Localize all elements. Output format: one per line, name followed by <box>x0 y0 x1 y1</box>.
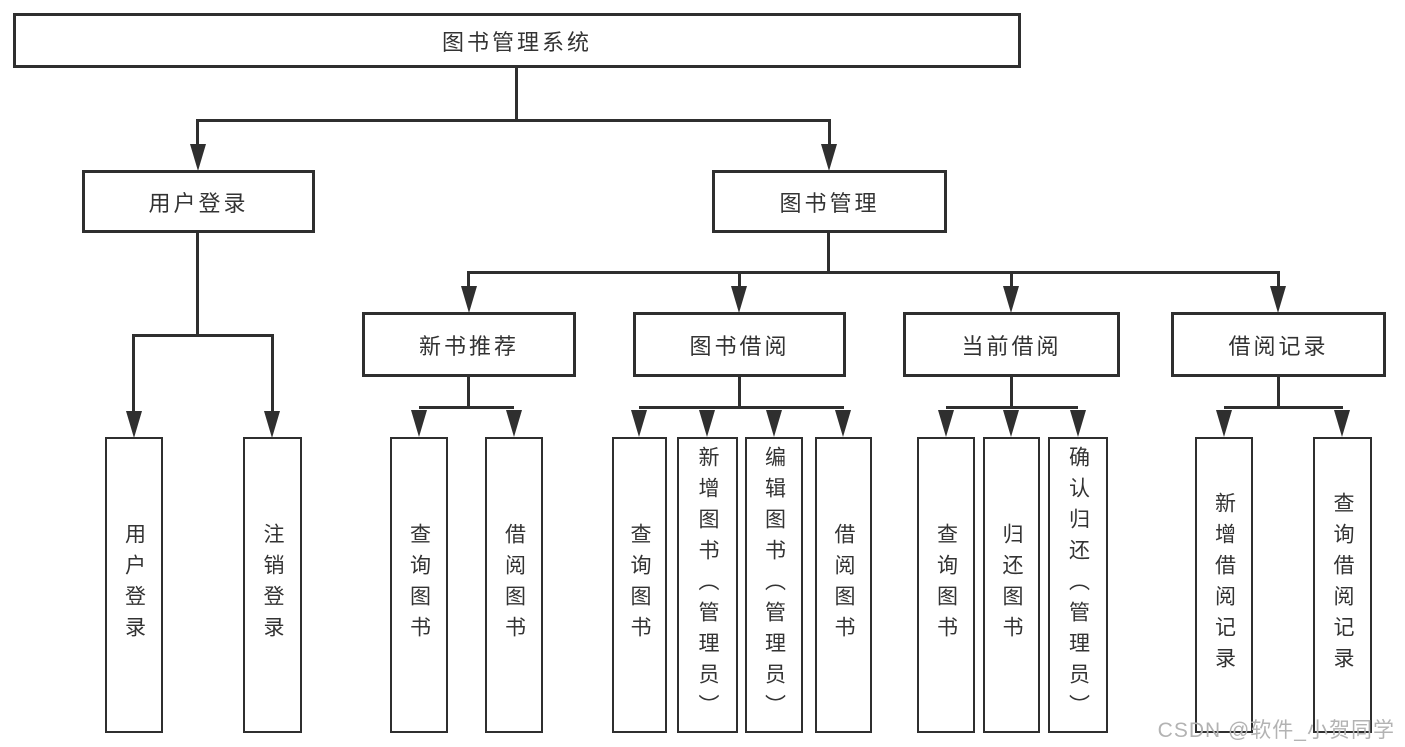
leaf-borrow-query: 查询图书 <box>612 437 667 733</box>
arrow-to-bb-query <box>631 410 647 437</box>
node-new-book-recommend-label: 新书推荐 <box>418 333 519 359</box>
leaf-records-add: 新增借阅记录 <box>1195 437 1253 733</box>
leaf-newbooks-query-label: 查询图书 <box>407 523 431 647</box>
leaf-current-return: 归还图书 <box>983 437 1040 733</box>
connector-newbooks-stem <box>467 377 470 409</box>
connector-mgmt-bar <box>469 271 1279 274</box>
leaf-borrow-query-label: 查询图书 <box>628 523 651 647</box>
connector-newbooks-bar <box>419 406 514 409</box>
leaf-current-confirm: 确认归还（管理员） <box>1048 437 1108 733</box>
watermark: CSDN @软件_小贺同学 <box>1157 719 1395 742</box>
node-new-book-recommend: 新书推荐 <box>362 312 576 377</box>
connector-root-stem <box>515 68 518 119</box>
connector-login-stem <box>196 233 199 334</box>
leaf-borrow-borrow-label: 借阅图书 <box>832 523 855 647</box>
leaf-records-query: 查询借阅记录 <box>1313 437 1372 733</box>
leaf-logout-label: 注销登录 <box>261 523 284 647</box>
connector-bookborrow-stem <box>738 377 741 409</box>
leaf-current-query: 查询图书 <box>917 437 975 733</box>
arrow-to-br-query <box>1334 410 1350 437</box>
arrow-to-cb-return <box>1003 410 1019 437</box>
leaf-user-login-label: 用户登录 <box>122 523 146 647</box>
connector-records-stem <box>1277 377 1280 409</box>
arrow-to-book-mgmt <box>821 144 837 171</box>
connector-login-drop-2 <box>271 334 274 413</box>
connector-records-bar <box>1224 406 1343 409</box>
arrow-to-bb-add <box>699 410 715 437</box>
node-book-management-label: 图书管理 <box>779 190 880 216</box>
node-root-label: 图书管理系统 <box>441 29 592 55</box>
connector-currentborrow-stem <box>1010 377 1013 409</box>
arrow-to-leaf-user-login <box>126 411 142 438</box>
leaf-current-query-label: 查询图书 <box>934 523 958 647</box>
leaf-newbooks-borrow: 借阅图书 <box>485 437 543 733</box>
connector-bookborrow-bar <box>639 406 844 409</box>
node-borrow-records-label: 借阅记录 <box>1228 333 1329 359</box>
connector-mgmt-drop-2 <box>738 271 741 288</box>
node-book-borrow: 图书借阅 <box>633 312 846 377</box>
leaf-records-add-label: 新增借阅记录 <box>1212 492 1236 678</box>
node-book-management: 图书管理 <box>712 170 947 233</box>
arrow-to-current-borrow <box>1003 286 1019 313</box>
node-root: 图书管理系统 <box>13 13 1021 68</box>
leaf-borrow-edit: 编辑图书（管理员） <box>745 437 803 733</box>
node-current-borrow-label: 当前借阅 <box>961 333 1062 359</box>
leaf-borrow-add-label: 新增图书（管理员） <box>696 445 719 725</box>
leaf-current-return-label: 归还图书 <box>1000 523 1023 647</box>
arrow-to-bb-edit <box>766 410 782 437</box>
connector-root-drop-right <box>828 119 831 146</box>
connector-mgmt-stem <box>827 233 830 274</box>
arrow-to-cb-query <box>938 410 954 437</box>
arrow-to-borrow-records <box>1270 286 1286 313</box>
leaf-borrow-borrow: 借阅图书 <box>815 437 872 733</box>
node-user-login-label: 用户登录 <box>148 190 249 216</box>
node-borrow-records: 借阅记录 <box>1171 312 1386 377</box>
leaf-newbooks-borrow-label: 借阅图书 <box>502 523 526 647</box>
leaf-user-login: 用户登录 <box>105 437 163 733</box>
node-book-borrow-label: 图书借阅 <box>689 333 790 359</box>
arrow-to-bb-borrow <box>835 410 851 437</box>
arrow-to-nb-query <box>411 410 427 437</box>
arrow-to-user-login <box>190 144 206 171</box>
connector-mgmt-drop-3 <box>1010 271 1013 288</box>
connector-login-drop-1 <box>132 334 135 413</box>
arrow-to-leaf-logout <box>264 411 280 438</box>
arrow-to-new-books <box>461 286 477 313</box>
leaf-current-confirm-label: 确认归还（管理员） <box>1066 445 1090 725</box>
arrow-to-book-borrow <box>731 286 747 313</box>
node-current-borrow: 当前借阅 <box>903 312 1120 377</box>
connector-root-bar <box>197 119 830 122</box>
connector-mgmt-drop-4 <box>1277 271 1280 288</box>
leaf-logout: 注销登录 <box>243 437 302 733</box>
leaf-records-query-label: 查询借阅记录 <box>1331 492 1354 678</box>
node-user-login: 用户登录 <box>82 170 315 233</box>
arrow-to-br-add <box>1216 410 1232 437</box>
connector-login-bar <box>134 334 273 337</box>
connector-mgmt-drop-1 <box>467 271 470 288</box>
arrow-to-nb-borrow <box>506 410 522 437</box>
connector-root-drop-left <box>196 119 199 146</box>
leaf-borrow-add: 新增图书（管理员） <box>677 437 738 733</box>
arrow-to-cb-confirm <box>1070 410 1086 437</box>
leaf-newbooks-query: 查询图书 <box>390 437 448 733</box>
leaf-borrow-edit-label: 编辑图书（管理员） <box>762 445 786 725</box>
connector-currentborrow-bar <box>946 406 1078 409</box>
